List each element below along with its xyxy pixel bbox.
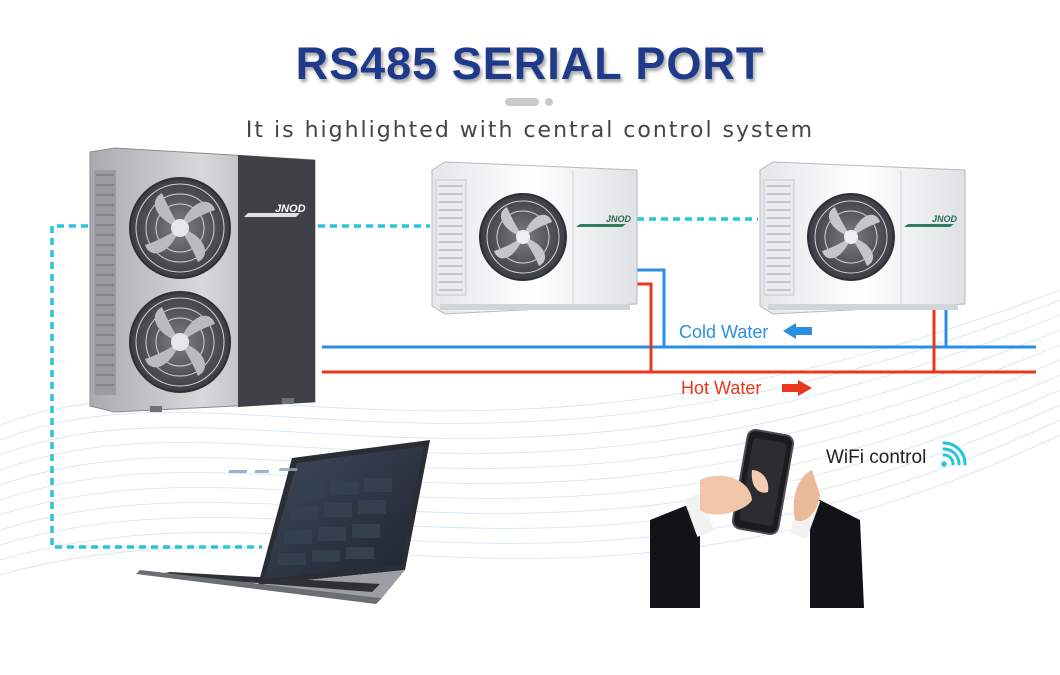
cold-water-label: Cold Water (679, 322, 769, 342)
fan-top-icon (129, 177, 231, 279)
unit-2-cold-riser (637, 268, 666, 347)
unit-2-fan-icon (479, 193, 567, 281)
wifi-signal-icon (941, 441, 967, 467)
laptop-controller (136, 440, 430, 604)
link-main-to-laptop (50, 224, 262, 549)
rs485-links (50, 217, 758, 549)
main-unit-brand-logo: JNOD (275, 203, 306, 215)
heat-pump-unit-2: JNOD (431, 161, 638, 315)
cold-water-arrow (783, 323, 812, 339)
heat-pump-unit-3: JNOD (759, 161, 966, 315)
page-title: RS485 SERIAL PORT (295, 38, 765, 89)
fan-bottom-icon (129, 291, 231, 393)
hot-water-label: Hot Water (681, 378, 762, 398)
title-separator-dots (505, 98, 553, 106)
main-heat-pump-unit: JNOD (89, 147, 316, 413)
water-pipes (322, 268, 1036, 374)
unit-3-fan-icon (807, 193, 895, 281)
unit-2-hot-riser (637, 282, 653, 372)
unit-2-brand-logo: JNOD (606, 214, 632, 224)
page-subtitle: It is highlighted with central control s… (245, 118, 815, 143)
unit-3-brand-logo: JNOD (932, 214, 958, 224)
hot-water-arrow (782, 380, 812, 396)
phone-in-hands (650, 429, 864, 608)
wifi-control-label: WiFi control (826, 447, 927, 468)
